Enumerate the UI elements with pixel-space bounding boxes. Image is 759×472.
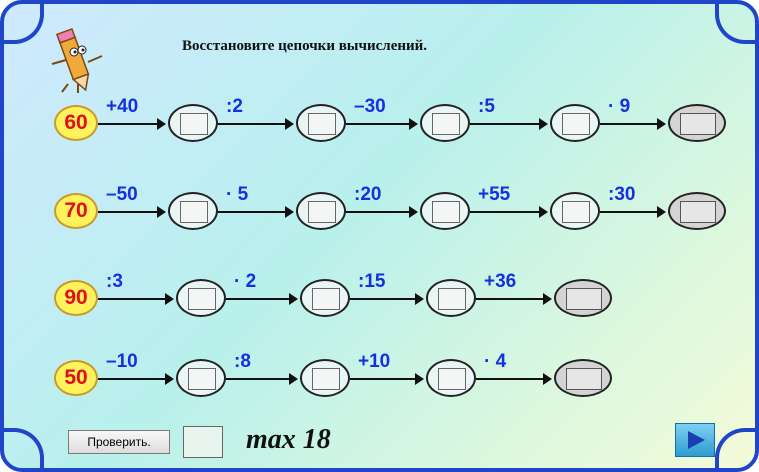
chain-answer-field[interactable]	[300, 279, 350, 317]
score-field[interactable]	[183, 426, 223, 458]
chain-operation: –10	[106, 351, 138, 372]
chain-answer-field[interactable]	[550, 104, 600, 142]
chain-row: 50 –10 :8 +10 · 4	[0, 351, 759, 403]
chain-answer-field[interactable]	[300, 359, 350, 397]
answer-input-box[interactable]	[566, 288, 602, 310]
chain-row: 90 :3 · 2 :15 +36	[0, 271, 759, 323]
chain-answer-field[interactable]	[176, 279, 226, 317]
answer-input-box[interactable]	[566, 368, 602, 390]
answer-input-box[interactable]	[432, 201, 460, 223]
chain-result-field[interactable]	[554, 279, 612, 317]
answer-input-box[interactable]	[432, 113, 460, 135]
frame-corner	[715, 4, 755, 44]
chain-operation: :3	[106, 271, 123, 292]
chain-operation: · 5	[226, 184, 249, 205]
max-score-label: max 18	[246, 424, 331, 455]
chain-arrow	[98, 206, 166, 218]
next-slide-button[interactable]	[675, 423, 715, 457]
chain-arrow	[350, 373, 424, 385]
frame-corner	[715, 428, 755, 468]
chain-arrow	[218, 118, 294, 130]
chain-operation: :30	[608, 184, 636, 205]
chain-operation: · 9	[608, 96, 631, 117]
answer-input-box[interactable]	[308, 201, 336, 223]
chain-row: 60 +40 :2 –30 :5 · 9	[0, 96, 759, 148]
answer-input-box[interactable]	[562, 201, 590, 223]
chain-arrow	[350, 293, 424, 305]
chain-answer-field[interactable]	[296, 192, 346, 230]
chain-operation: :20	[354, 184, 382, 205]
chain-operation: +36	[484, 271, 517, 292]
chain-start-number: 60	[54, 105, 98, 141]
answer-input-box[interactable]	[562, 113, 590, 135]
chain-arrow	[470, 118, 548, 130]
frame-corner	[4, 428, 44, 468]
chain-arrow	[346, 206, 418, 218]
chain-start-number: 50	[54, 360, 98, 396]
chain-arrow	[470, 206, 548, 218]
answer-input-box[interactable]	[308, 113, 336, 135]
chain-arrow	[476, 373, 552, 385]
chain-answer-field[interactable]	[550, 192, 600, 230]
chain-answer-field[interactable]	[296, 104, 346, 142]
chain-answer-field[interactable]	[168, 104, 218, 142]
frame-corner	[4, 4, 44, 44]
answer-input-box[interactable]	[680, 201, 716, 223]
chain-result-field[interactable]	[554, 359, 612, 397]
page-title: Восстановите цепочки вычислений.	[182, 38, 428, 54]
chain-operation: :5	[478, 96, 495, 117]
answer-input-box[interactable]	[188, 288, 216, 310]
chain-start-number: 70	[54, 193, 98, 229]
chain-arrow	[226, 293, 298, 305]
chain-operation: :15	[358, 271, 386, 292]
chain-answer-field[interactable]	[426, 359, 476, 397]
answer-input-box[interactable]	[312, 288, 340, 310]
answer-input-box[interactable]	[180, 113, 208, 135]
chain-answer-field[interactable]	[176, 359, 226, 397]
chain-result-field[interactable]	[668, 192, 726, 230]
chain-operation: :8	[234, 351, 251, 372]
answer-input-box[interactable]	[438, 368, 466, 390]
chain-arrow	[476, 293, 552, 305]
chain-answer-field[interactable]	[168, 192, 218, 230]
chain-row: 70 –50 · 5 :20 +55 :30	[0, 184, 759, 236]
chain-arrow	[346, 118, 418, 130]
answer-input-box[interactable]	[180, 201, 208, 223]
chain-operation: :2	[226, 96, 243, 117]
chain-operation: +40	[106, 96, 139, 117]
pencil-mascot-icon	[51, 27, 103, 93]
chain-operation: · 2	[234, 271, 257, 292]
chain-result-field[interactable]	[668, 104, 726, 142]
chain-arrow	[98, 373, 174, 385]
chain-arrow	[98, 293, 174, 305]
chain-operation: +55	[478, 184, 511, 205]
check-button[interactable]: Проверить.	[68, 430, 170, 454]
chain-operation: · 4	[484, 351, 507, 372]
chain-operation: +10	[358, 351, 391, 372]
chain-answer-field[interactable]	[426, 279, 476, 317]
chain-arrow	[226, 373, 298, 385]
answer-input-box[interactable]	[312, 368, 340, 390]
answer-input-box[interactable]	[438, 288, 466, 310]
chain-operation: –30	[354, 96, 386, 117]
chain-answer-field[interactable]	[420, 104, 470, 142]
chain-operation: –50	[106, 184, 138, 205]
chain-arrow	[218, 206, 294, 218]
chain-arrow	[600, 118, 666, 130]
answer-input-box[interactable]	[188, 368, 216, 390]
chain-answer-field[interactable]	[420, 192, 470, 230]
chain-arrow	[600, 206, 666, 218]
chain-start-number: 90	[54, 280, 98, 316]
answer-input-box[interactable]	[680, 113, 716, 135]
chain-arrow	[98, 118, 166, 130]
